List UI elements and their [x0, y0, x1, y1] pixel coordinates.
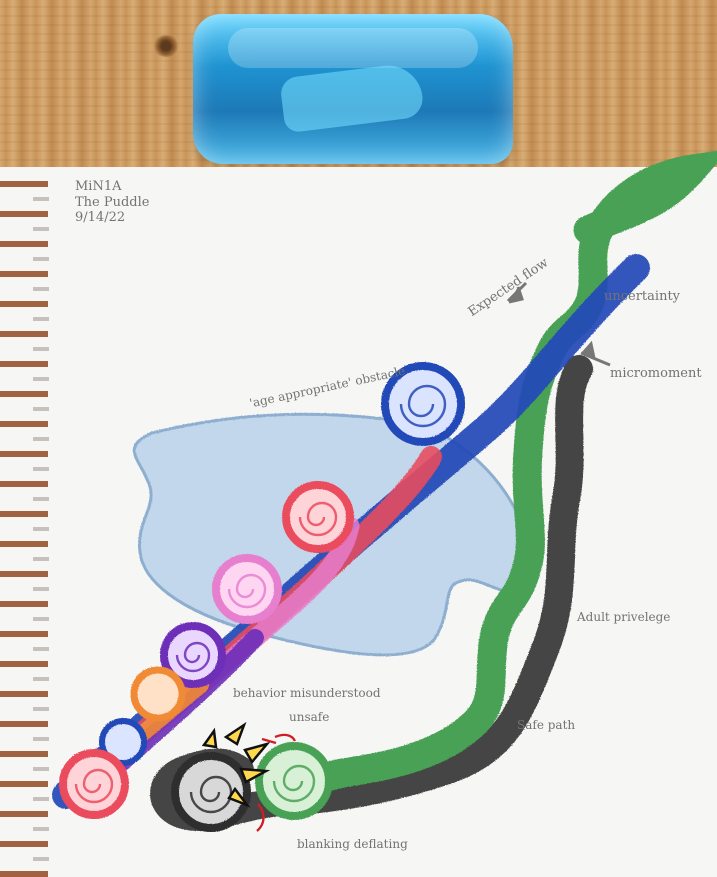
- title-line-1: MiN1A: [75, 180, 149, 194]
- red-ball-bottom: [63, 753, 125, 815]
- safe-path-label: Safe path: [517, 719, 575, 732]
- unsafe-label: unsafe: [289, 711, 329, 724]
- orange-ball: [134, 670, 182, 718]
- title-line-2: The Puddle: [75, 196, 149, 210]
- drawing-header: MiN1A The Puddle 9/14/22: [75, 180, 149, 227]
- date-line: 9/14/22: [75, 211, 149, 225]
- green-ball: [259, 746, 329, 816]
- adult-privilege-label: Adult privelege: [577, 611, 670, 624]
- behavior-misunderstood-label: behavior misunderstood: [233, 687, 381, 700]
- micromoment-label: micromoment: [610, 367, 702, 381]
- uncertainty-label: uncertainty: [604, 290, 680, 304]
- blanking-deflating-label: blanking deflating: [297, 838, 408, 851]
- pink-ball: [216, 558, 278, 620]
- red-ball: [286, 485, 350, 549]
